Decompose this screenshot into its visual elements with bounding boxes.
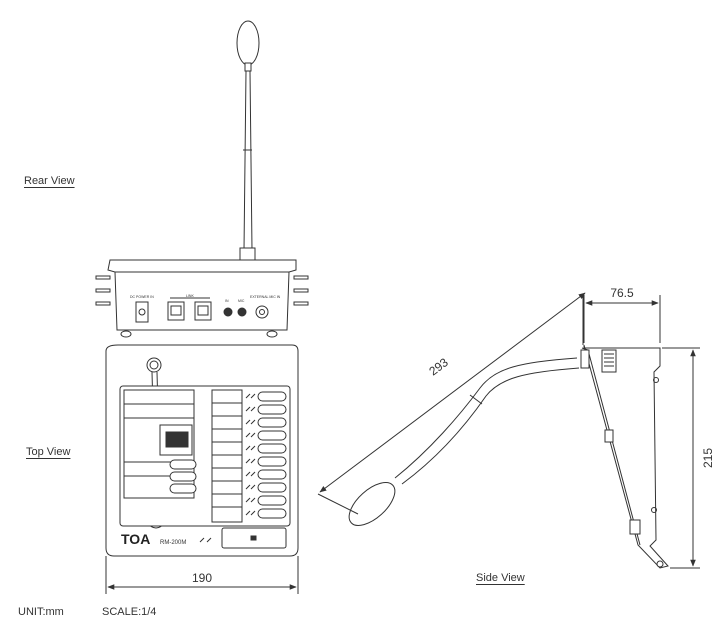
mic-knob [237,307,247,317]
dim-value-height: 215 [701,448,715,468]
in-knob [223,307,233,317]
dim-value-depth: 76.5 [610,286,634,300]
scale-label: SCALE:1/4 [102,606,157,618]
side-body [583,344,669,569]
gooseneck-dimension [317,292,586,515]
dc-power-jack [135,301,149,323]
external-mic-jack [255,305,269,319]
link-port-2 [194,301,212,321]
top-view-drawing: TOA RM-200M [105,344,299,557]
rear-gooseneck [243,70,253,251]
width-dimension [105,556,299,594]
height-dimension [662,347,700,569]
brand-logo: TOA [121,531,150,547]
top-button-column [211,389,243,523]
dim-value-width: 190 [192,571,212,585]
model-name: RM-200M [160,540,186,546]
rear-label-link: LINK [186,294,194,298]
rear-label-in: IN [225,299,229,303]
side-mic-head [348,482,396,526]
dim-value-gooseneck: 293 [426,355,451,378]
top-view-label: Top View [26,446,71,458]
rear-view-label: Rear View [24,175,75,187]
rear-view-drawing: DC POWER IN LINK IN MIC EXTERNAL MIC IN [95,20,309,338]
side-view-drawing [348,344,669,569]
link-port-1 [167,301,185,321]
unit-label: UNIT:mm [18,606,64,618]
top-key-buttons [257,391,287,519]
rear-label-external-mic: EXTERNAL MIC IN [250,295,281,299]
rear-label-dc-power: DC POWER IN [130,295,154,299]
depth-dimension [583,295,661,343]
side-view-label: Side View [476,572,525,584]
rear-label-mic: MIC [238,299,245,303]
rear-body [107,259,297,331]
side-gooseneck [394,357,578,479]
rear-mic-head [236,20,260,66]
